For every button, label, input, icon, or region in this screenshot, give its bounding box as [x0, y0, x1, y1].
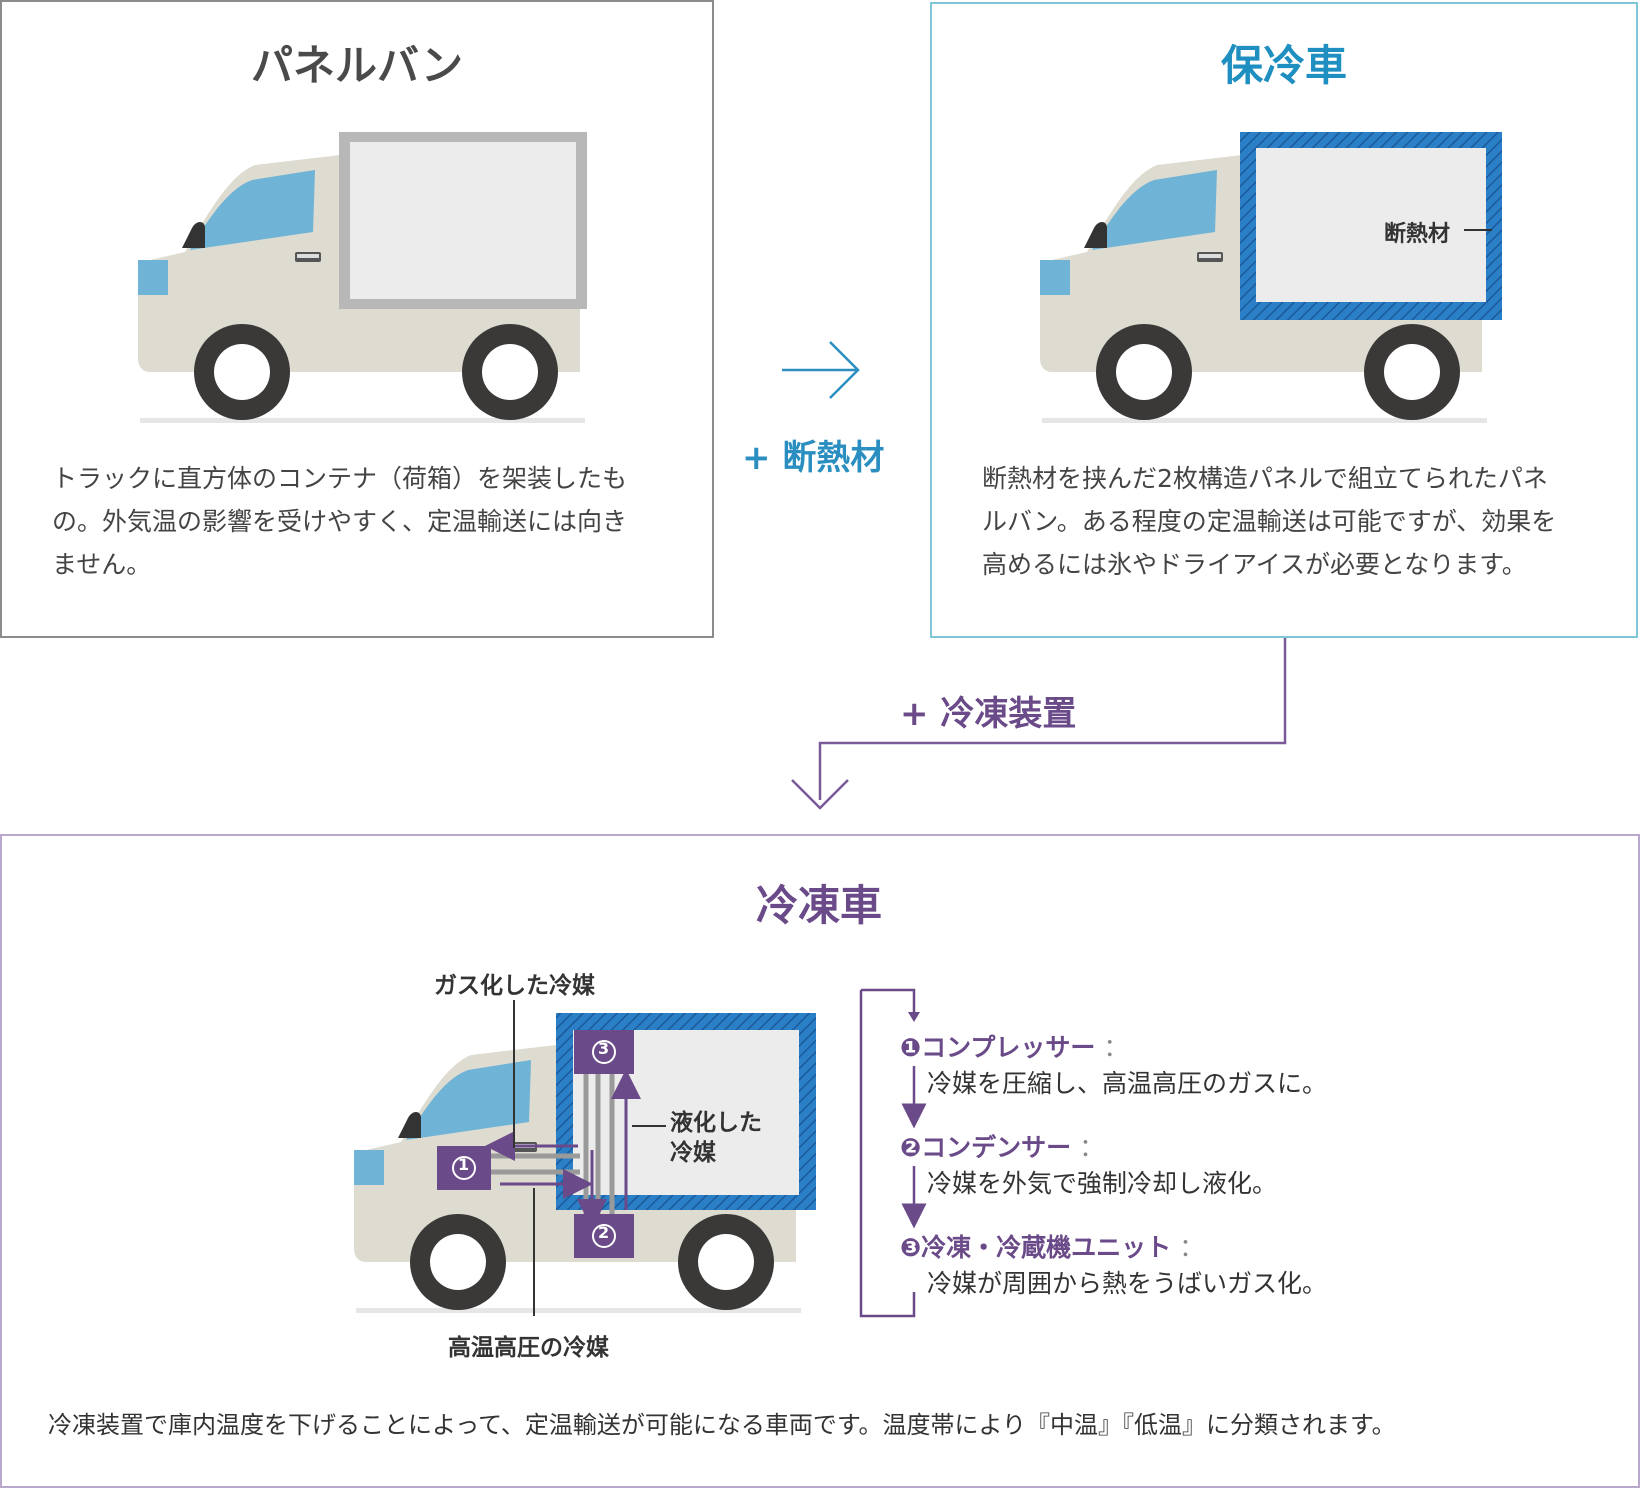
insulated-truck — [1040, 132, 1502, 423]
step-name: コンプレッサー — [921, 1033, 1096, 1062]
step-separator: ： — [1179, 1233, 1205, 1262]
insulated-desc-line: ルバン。ある程度の定温輸送は可能ですが、効果を — [982, 507, 1557, 536]
insulated-desc-line: 高めるには氷やドライアイスが必要となります。 — [982, 550, 1527, 579]
freezer-title: 冷凍車 — [756, 881, 883, 930]
step-separator: ： — [1079, 1133, 1105, 1162]
insulated-desc-line: 断熱材を挟んだ2枚構造パネルで組立てられたパネ — [982, 464, 1548, 493]
step-heading: ❶コンプレッサー： — [900, 1028, 1327, 1064]
insulation-callout: 断熱材 — [1384, 222, 1451, 247]
step-heading: ❷コンデンサー： — [900, 1128, 1327, 1164]
step-number: ❶ — [900, 1033, 922, 1062]
step-number: ❸ — [900, 1233, 922, 1262]
gas-refrigerant-label: ガス化した冷媒 — [434, 973, 595, 999]
panel-van-truck — [138, 132, 587, 423]
freezer-truck — [354, 988, 927, 1318]
liquid-label-line: 冷媒 — [670, 1140, 716, 1166]
insulated-title: 保冷車 — [1220, 41, 1347, 90]
down-arrow-icon — [791, 638, 1287, 810]
right-arrow-icon — [782, 341, 860, 399]
liquid-refrigerant-label: 液化した 冷媒 — [670, 1108, 762, 1168]
step-heading: ❸冷凍・冷蔵機ユニット： — [900, 1228, 1327, 1264]
condenser-unit-number: 2 — [598, 1223, 610, 1242]
panel-van-title: パネルバン — [250, 41, 464, 90]
step-separator: ： — [1103, 1033, 1129, 1062]
panel-van-card: パネルバン トラックに直方体のコンテナ（荷箱）を架装したも の。外気温の影響を受… — [0, 0, 714, 638]
freezer-connector-label: + 冷凍装置 — [900, 694, 1077, 734]
refrigeration-steps: ❶コンプレッサー： 冷媒を圧縮し、高温高圧のガスに。 ❷コンデンサー： 冷媒を外… — [900, 1028, 1327, 1328]
step-name: 冷凍・冷蔵機ユニット — [921, 1233, 1172, 1262]
step-description: 冷媒を圧縮し、高温高圧のガスに。 — [927, 1069, 1328, 1098]
panel-van-desc-line: ません。 — [52, 550, 152, 579]
panel-van-description: トラックに直方体のコンテナ（荷箱）を架装したも の。外気温の影響を受けやすく、定… — [52, 457, 627, 586]
freezer-truck-card: 冷凍車 冷凍装置で庫内温度を下げることによって、定温輸送が可能になる車両です。温… — [0, 834, 1640, 1488]
panel-van-desc-line: の。外気温の影響を受けやすく、定温輸送には向き — [52, 507, 628, 536]
insulated-description: 断熱材を挟んだ2枚構造パネルで組立てられたパネ ルバン。ある程度の定温輸送は可能… — [982, 457, 1556, 586]
step-description: 冷媒が周囲から熱をうばいガス化。 — [927, 1269, 1328, 1298]
compressor-unit-number: 1 — [458, 1155, 470, 1174]
step-description: 冷媒を外気で強制冷却し液化。 — [927, 1169, 1278, 1198]
liquid-label-line: 液化した — [670, 1110, 762, 1136]
step-name: コンデンサー — [921, 1133, 1072, 1162]
step-number: ❷ — [900, 1133, 922, 1162]
insulation-connector-label: + 断熱材 — [742, 438, 885, 478]
insulated-truck-card: 保冷車 断熱材を挟んだ2枚構造パネルで組立てられたパネ ルバン。ある程度の定温輸… — [930, 2, 1638, 638]
panel-van-desc-line: トラックに直方体のコンテナ（荷箱）を架装したも — [52, 464, 628, 493]
freezer-footer: 冷凍装置で庫内温度を下げることによって、定温輸送が可能になる車両です。温度帯によ… — [48, 1411, 1396, 1439]
cooling-unit-number: 3 — [598, 1039, 610, 1058]
hot-refrigerant-label: 高温高圧の冷媒 — [448, 1335, 609, 1361]
